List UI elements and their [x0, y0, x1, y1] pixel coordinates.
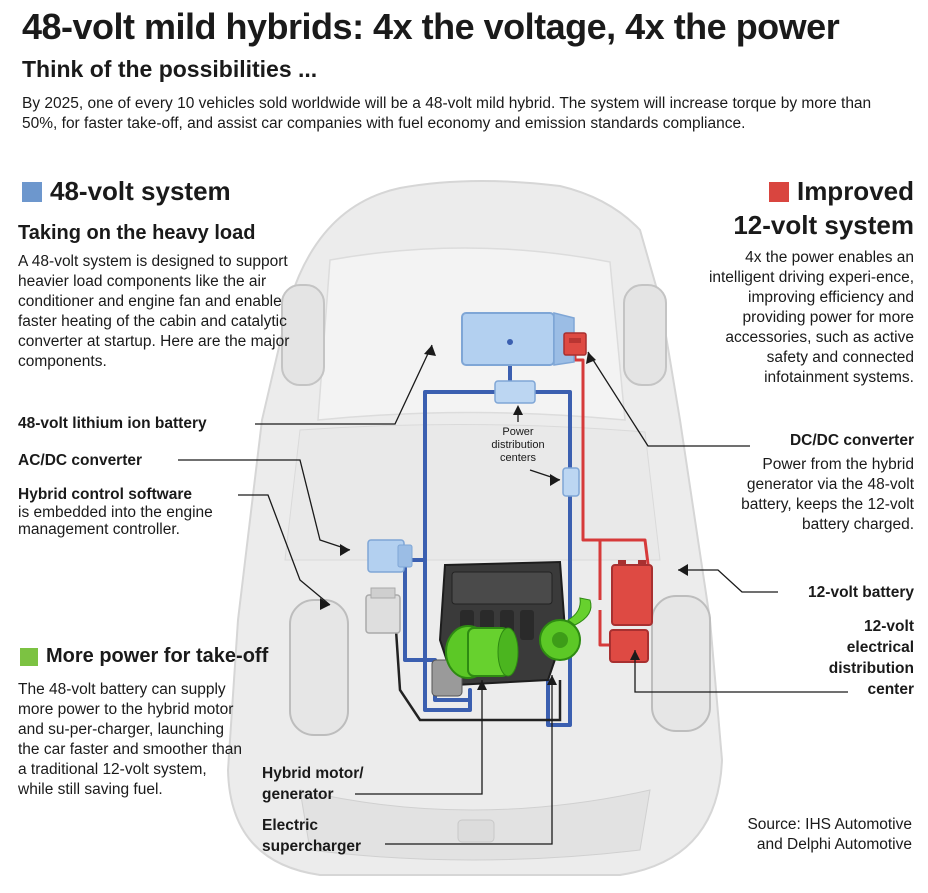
- label-control-software-desc: is embedded into the engine management c…: [18, 504, 213, 538]
- label-hybrid-motor: Hybrid motor/ generator: [262, 763, 364, 805]
- label-super-line2: supercharger: [262, 838, 362, 855]
- wheel-front-right: [651, 595, 711, 732]
- label-power-distribution: Power distribution centers: [491, 426, 545, 464]
- section-48v-subheading: Taking on the heavy load: [18, 222, 256, 244]
- green-swatch-icon: [20, 647, 38, 666]
- red-swatch-icon: [768, 181, 789, 202]
- intro-text: By 2025, one of every 10 vehicles sold w…: [22, 95, 872, 132]
- label-12v-battery: 12-volt battery: [808, 584, 914, 601]
- section-takeoff-description: The 48-volt battery can supply more powe…: [18, 681, 243, 798]
- distribution-center-12v: [609, 629, 649, 663]
- source-credit: Source: IHS Automotive and Delphi Automo…: [747, 815, 912, 855]
- wheel-rear-left: [281, 284, 325, 386]
- section-takeoff-heading: More power for take-off: [20, 645, 268, 668]
- label-dcdc-converter: DC/DC converter: [789, 432, 914, 449]
- power-distribution-centers: [494, 380, 580, 497]
- electric-supercharger: [539, 597, 592, 661]
- acdc-converter: [367, 539, 413, 573]
- leader-lines: [178, 344, 848, 845]
- page-title: 48-volt mild hybrids: 4x the voltage, 4x…: [22, 6, 840, 47]
- section-12v-heading: Improved: [768, 176, 914, 207]
- section-12v-title-line1: Improved: [796, 176, 914, 206]
- wheel-rear-right: [623, 284, 667, 386]
- label-acdc-converter: AC/DC converter: [18, 452, 143, 469]
- label-super-line1: Electric: [262, 817, 319, 834]
- control-module: [365, 587, 401, 634]
- label-control-software: Hybrid control software: [18, 486, 192, 503]
- battery-48v: [461, 312, 575, 366]
- label-48v-battery: 48-volt lithium ion battery: [18, 415, 207, 432]
- section-48v-title: 48-volt system: [50, 176, 231, 206]
- source-line1: Source: IHS Automotive: [747, 816, 912, 833]
- label-motor-line1: Hybrid motor/: [262, 765, 364, 782]
- label-edc-line2: electrical: [846, 639, 914, 656]
- wheel-front-left: [289, 599, 349, 736]
- hybrid-motor: [445, 625, 519, 679]
- section-12v-description: 4x the power enables an intelligent driv…: [708, 249, 914, 386]
- section-12v-title-line2: 12-volt system: [733, 210, 914, 240]
- battery-12v: [611, 560, 653, 626]
- blue-swatch-icon: [22, 181, 42, 202]
- section-takeoff-title: More power for take-off: [46, 645, 269, 667]
- label-edc-line4: center: [867, 681, 914, 698]
- label-dcdc-desc: Power from the hybrid generator via the …: [741, 456, 914, 533]
- section-48v-description: A 48-volt system is designed to support …: [18, 253, 290, 370]
- label-edc-block: 12-volt electrical distribution center: [829, 616, 914, 700]
- section-48v-heading: 48-volt system: [22, 176, 231, 207]
- source-line2: and Delphi Automotive: [756, 836, 912, 853]
- page-subtitle: Think of the possibilities ...: [22, 56, 318, 82]
- label-edc-line3: distribution: [828, 660, 914, 677]
- label-edc-line1: 12-volt: [864, 618, 914, 635]
- dcdc-converter: [563, 332, 587, 356]
- label-motor-line2: generator: [262, 786, 334, 803]
- car-body: [226, 179, 724, 876]
- label-supercharger: Electric supercharger: [262, 815, 361, 857]
